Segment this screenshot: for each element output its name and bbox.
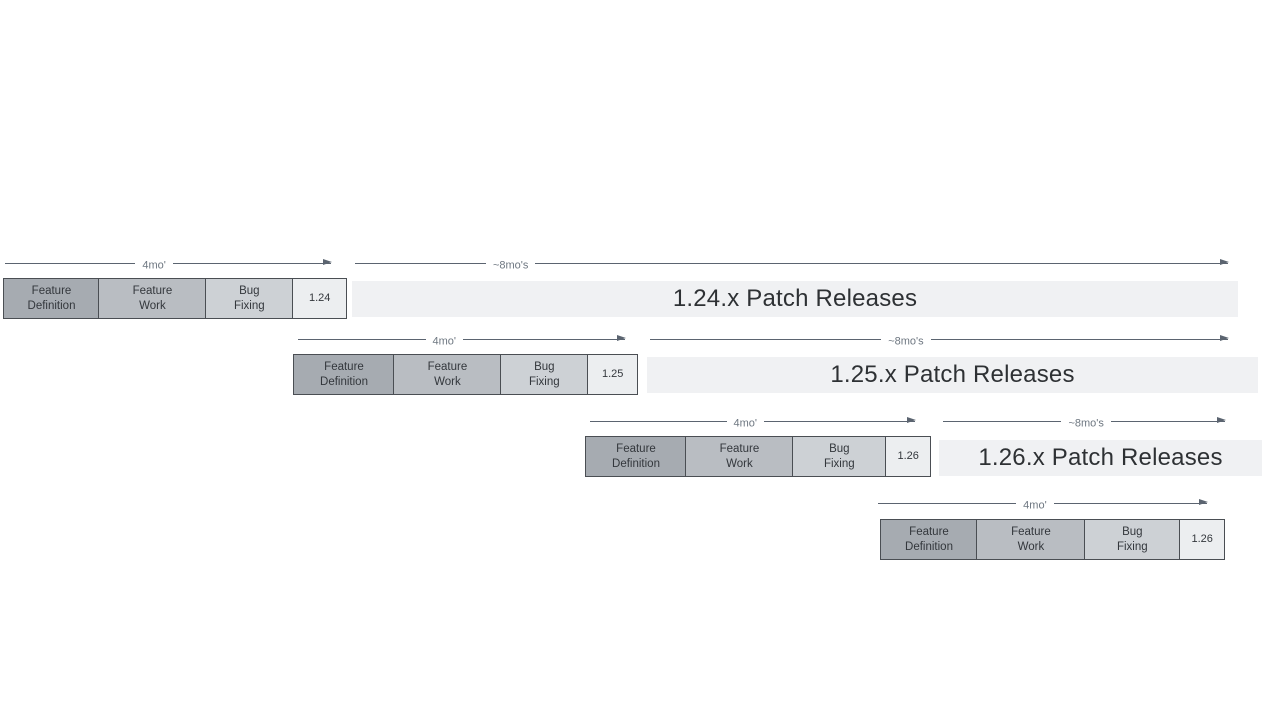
cycle-duration-label: 4mo'	[1023, 499, 1047, 512]
arrow-head-line	[1053, 498, 1209, 505]
version-box: 1.25	[587, 354, 639, 395]
phase-strip: Feature Definition Feature Work Bug Fixi…	[293, 354, 639, 395]
phase-strip: Feature Definition Feature Work Bug Fixi…	[585, 436, 932, 477]
arrow-line	[878, 502, 1017, 504]
cycle-duration-label: 4mo'	[733, 417, 758, 430]
phase-box-feature-work: Feature Work	[685, 436, 794, 477]
arrow-head-line	[463, 334, 626, 341]
cycle-duration-arrow: 4mo'	[5, 256, 333, 272]
phase-box-feature-definition: Feature Definition	[3, 278, 100, 319]
arrow-head-line	[764, 416, 916, 423]
arrow-head-line	[1110, 416, 1227, 423]
phase-box-bug-fixing: Bug Fixing	[1083, 519, 1181, 560]
arrow-line	[590, 420, 727, 422]
phase-box-feature-definition: Feature Definition	[880, 519, 978, 560]
phase-strip: Feature Definition Feature Work Bug Fixi…	[880, 519, 1226, 560]
arrow-line	[650, 338, 882, 340]
patch-duration-arrow: ~8mo's	[355, 256, 1229, 272]
phase-box-feature-definition: Feature Definition	[293, 354, 395, 395]
cycle-duration-arrow: 4mo'	[878, 496, 1209, 512]
patch-duration-label: ~8mo's	[888, 335, 924, 348]
phase-box-bug-fixing: Bug Fixing	[499, 354, 589, 395]
arrow-head-line	[930, 334, 1230, 341]
patch-releases-bar: 1.26.x Patch Releases	[939, 440, 1262, 476]
patch-releases-bar: 1.25.x Patch Releases	[647, 357, 1258, 393]
phase-box-feature-work: Feature Work	[976, 519, 1086, 560]
cycle-duration-label: 4mo'	[432, 335, 457, 348]
phase-box-bug-fixing: Bug Fixing	[791, 436, 887, 477]
cycle-duration-arrow: 4mo'	[590, 414, 916, 430]
version-box: 1.26	[1179, 519, 1226, 560]
arrow-head-line	[172, 258, 333, 265]
patch-duration-arrow: ~8mo's	[650, 332, 1230, 348]
arrow-line	[943, 420, 1062, 422]
phase-strip: Feature Definition Feature Work Bug Fixi…	[3, 278, 348, 319]
version-box: 1.26	[885, 436, 932, 477]
arrow-head-line	[535, 258, 1229, 265]
phase-box-feature-definition: Feature Definition	[585, 436, 687, 477]
version-box: 1.24	[292, 278, 348, 319]
patch-duration-arrow: ~8mo's	[943, 414, 1227, 430]
cycle-duration-arrow: 4mo'	[298, 332, 626, 348]
arrow-line	[5, 262, 136, 264]
patch-releases-bar: 1.24.x Patch Releases	[352, 281, 1238, 317]
patch-duration-label: ~8mo's	[492, 259, 529, 272]
phase-box-feature-work: Feature Work	[98, 278, 207, 319]
phase-box-bug-fixing: Bug Fixing	[204, 278, 294, 319]
arrow-line	[298, 338, 426, 340]
phase-box-feature-work: Feature Work	[393, 354, 502, 395]
arrow-line	[355, 262, 486, 264]
patch-duration-label: ~8mo's	[1068, 417, 1104, 430]
cycle-duration-label: 4mo'	[142, 259, 166, 272]
